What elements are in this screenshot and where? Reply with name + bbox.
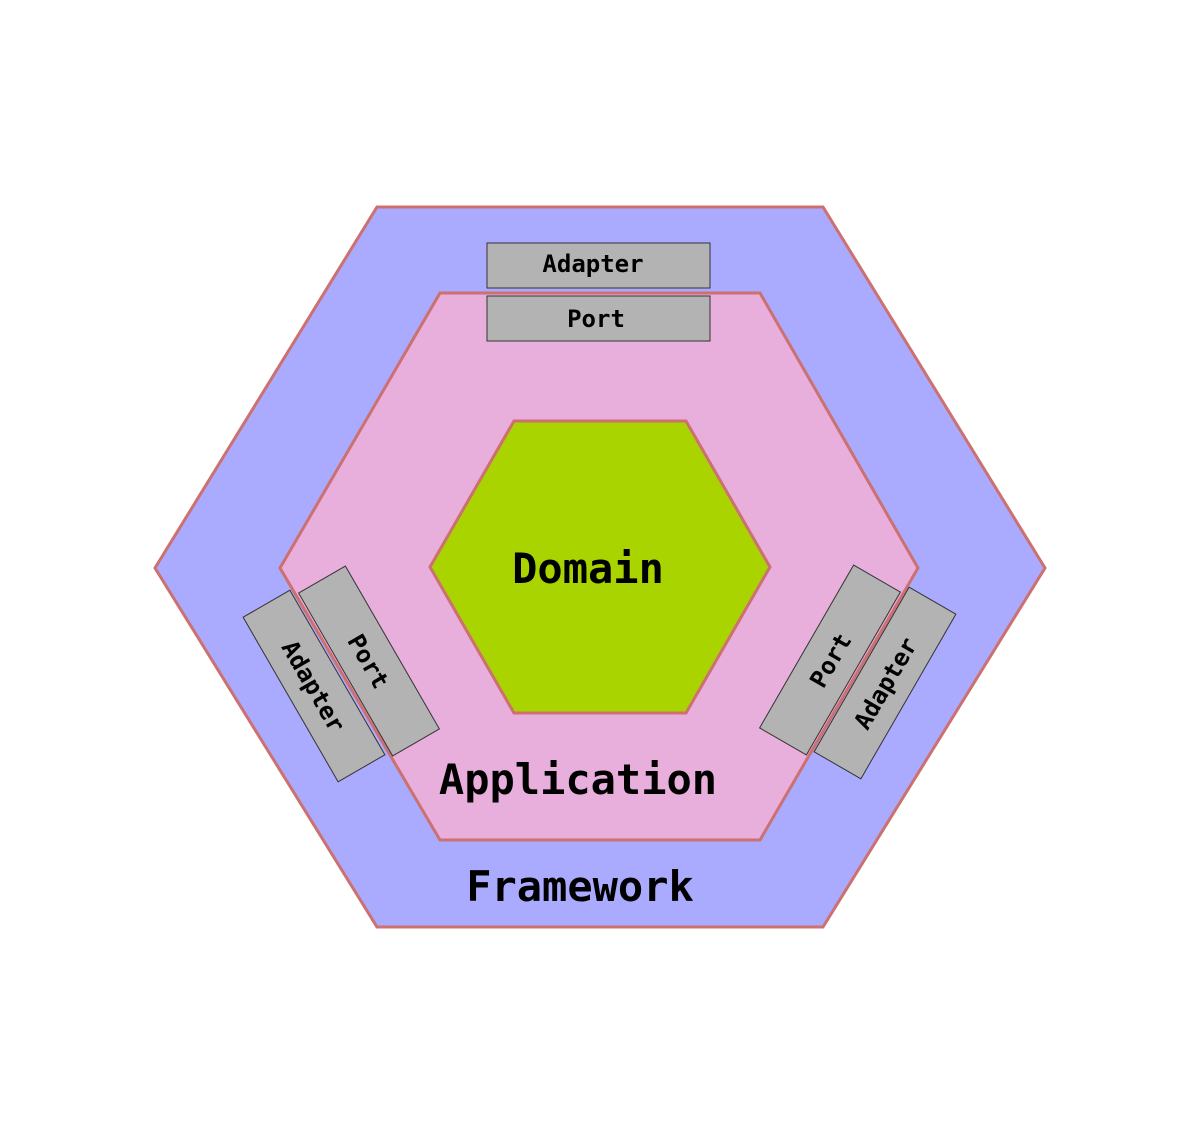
top-adapter-box [486,242,711,289]
domain-label: Domain [512,544,664,593]
top-adapter-label: Adapter [542,250,643,278]
right-adapter-box [813,586,957,780]
application-label: Application [439,755,717,804]
domain-hexagon [428,419,772,715]
left-port-box [297,565,441,757]
left-adapter-box [242,589,386,783]
framework-label: Framework [466,862,694,911]
top-port-label: Port [567,305,625,333]
right-port: Port [758,564,902,756]
left-port: Port [297,565,441,757]
top-port: Port [486,295,711,342]
right-port-box [758,564,902,756]
top-port-box [486,295,711,342]
top-adapter: Adapter [486,242,711,289]
